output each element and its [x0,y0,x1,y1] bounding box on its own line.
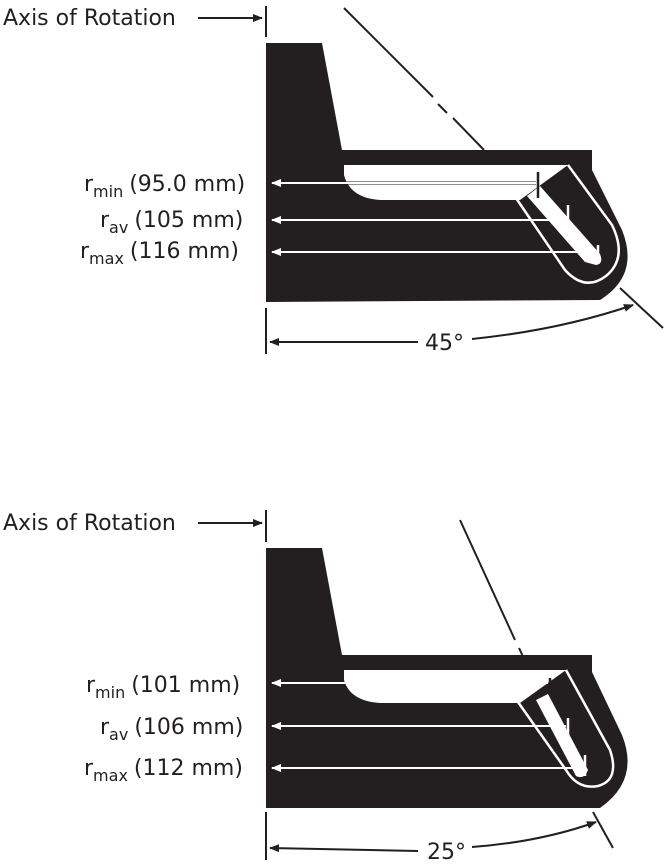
tube-axis-line-lower [592,811,614,849]
radius-label-rav: rav(106 mm) [100,715,243,744]
svg-text:rav(105 mm): rav(105 mm) [100,208,243,237]
svg-text:rav(106 mm): rav(106 mm) [100,715,243,744]
angle-arrow-right-icon [471,304,634,340]
angle-label: 45° [425,331,464,356]
radius-label-rav: rav(105 mm) [100,208,243,237]
angle-label: 25° [427,840,466,865]
tube-axis-line [343,7,434,98]
axis-of-rotation-label: Axis of Rotation [3,511,176,536]
radius-label-rmin: rmin(101 mm) [86,673,240,702]
tube-axis-line [459,519,516,641]
radius-label-rmax: rmax(112 mm) [84,756,243,785]
sample-tube-liquid [527,186,602,265]
svg-text:rmax(112 mm): rmax(112 mm) [84,756,243,785]
svg-text:rmin(101 mm): rmin(101 mm) [86,673,240,702]
rotor-diagram-25: Axis of Rotation rmin(101 mm) rav(106 mm… [3,510,628,865]
rotor-cavity [344,670,566,703]
angle-arrow-right-icon [471,821,597,848]
sample-tube-liquid [536,694,588,778]
radius-label-rmax: rmax(116 mm) [80,239,239,268]
svg-text:rmin(95.0 mm): rmin(95.0 mm) [84,172,245,201]
svg-text:rmax(116 mm): rmax(116 mm) [80,239,239,268]
sample-tube-outline [514,164,620,284]
tube-axis-line-lower [619,287,664,329]
axis-of-rotation-label: Axis of Rotation [3,6,176,31]
angle-arrow-left-icon [269,844,419,853]
radius-label-rmin: rmin(95.0 mm) [84,172,245,201]
sample-tube-outline [516,669,615,788]
rotor-diagram-45: Axis of Rotation rmin(95.0 mm) rav(105 m… [3,6,664,356]
